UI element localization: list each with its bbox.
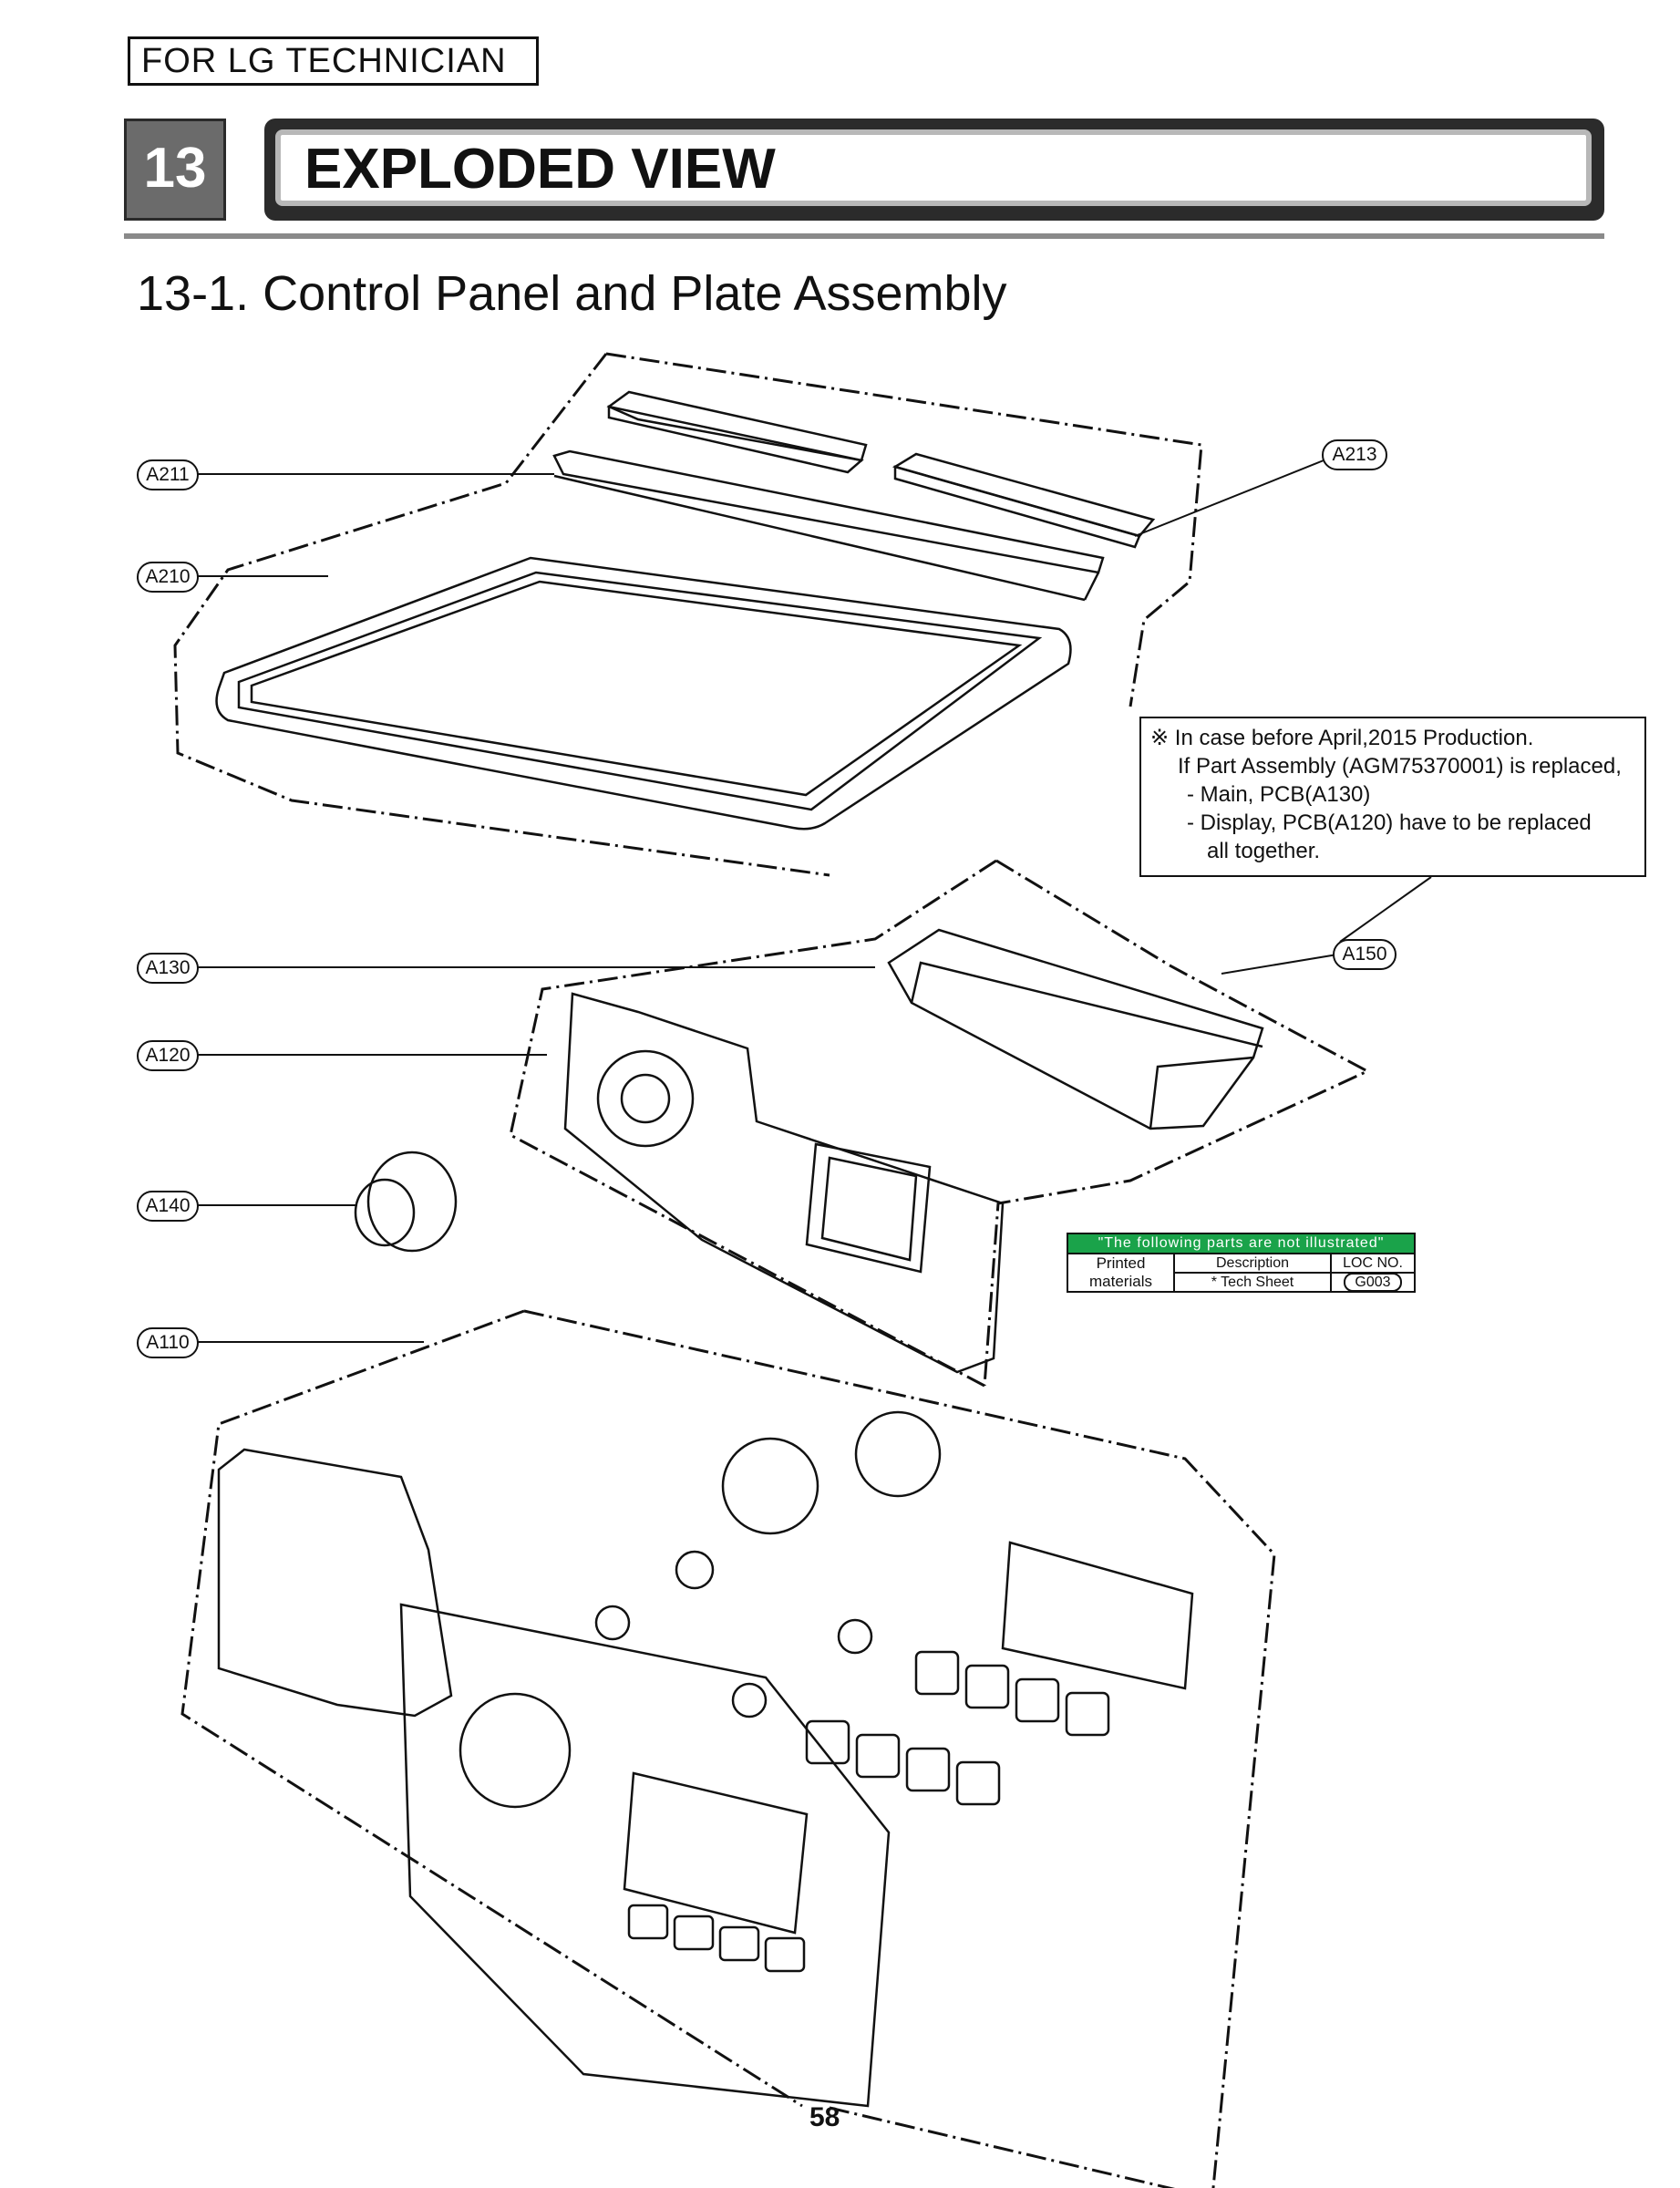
replacement-note: ※ In case before April,2015 Production. … [1139,717,1646,877]
part-outlines [215,390,1264,2108]
top-plate [215,556,1072,831]
assembly-boundaries [173,352,1371,2188]
tech-sheet-item: * Tech Sheet [1173,1272,1332,1293]
printed-materials-label: Printed materials [1067,1253,1175,1293]
callout-a110: A110 [137,1327,199,1358]
display-window [1001,1541,1194,1690]
bracket [552,449,1105,574]
leader-lines [197,459,1432,1343]
not-illustrated-table: "The following parts are not illustrated… [1067,1233,1416,1293]
button-row-right [914,1650,1110,1737]
button-row-left [805,1719,1001,1806]
knob [366,1151,458,1253]
callout-a130: A130 [137,953,199,984]
section-title-frame [275,129,1592,206]
callout-a140: A140 [137,1191,199,1222]
header-rule [124,233,1604,239]
callout-a120: A120 [137,1040,199,1071]
panel-front-bezel [399,1603,891,2108]
loc-no-header: LOC NO. [1330,1253,1416,1274]
ring-right [854,1410,942,1498]
note-line-1: ※ In case before April,2015 Production. [1150,726,1534,750]
loc-no-value: G003 [1344,1272,1402,1292]
cover-bar-left [606,390,868,462]
note-line-4: - Display, PCB(A120) have to be replaced [1187,810,1592,835]
main-pcb-box [887,928,1264,1130]
technician-tag: FOR LG TECHNICIAN [128,36,539,86]
page-subtitle: 13-1. Control Panel and Plate Assembly [137,266,1007,321]
ring-large [721,1437,819,1535]
callout-a211: A211 [137,459,199,490]
callout-a213: A213 [1322,439,1387,470]
callout-a210: A210 [137,562,199,593]
page-number: 58 [809,2102,840,2132]
section-number: 13 [124,119,226,221]
note-line-2: If Part Assembly (AGM75370001) is replac… [1178,754,1622,779]
note-line-5: all together. [1207,839,1321,863]
note-line-3: - Main, PCB(A130) [1187,782,1371,807]
display-pcb [563,992,1005,1374]
button-row-bezel [627,1904,806,1973]
tech-sheet-loc: G003 [1330,1272,1416,1293]
callout-a150: A150 [1333,939,1397,970]
panel-left-wing [217,1448,453,1718]
section-title: EXPLODED VIEW [304,138,776,201]
description-header: Description [1173,1253,1332,1274]
not-illustrated-header: "The following parts are not illustrated… [1067,1233,1416,1254]
